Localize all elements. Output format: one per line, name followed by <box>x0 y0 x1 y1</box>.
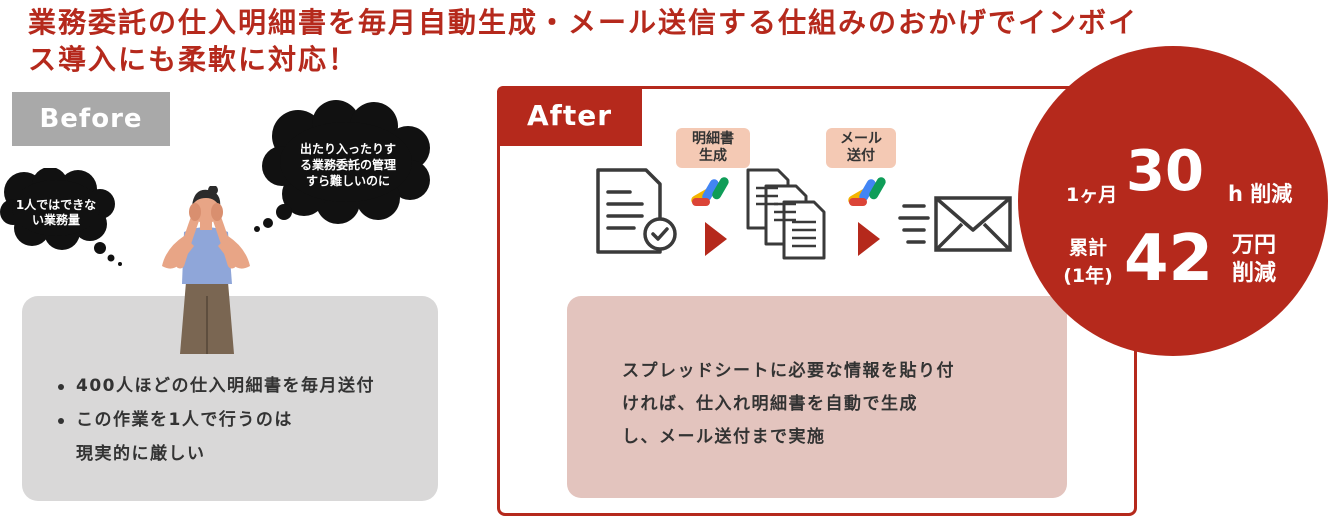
headline-line-2: ス導入にも柔軟に対応！ <box>28 43 359 76</box>
stat-yen-value: 42 <box>1124 222 1214 296</box>
stat-hours-value: 30 <box>1126 139 1204 204</box>
after-description-panel <box>567 296 1067 498</box>
step-label-send-line-1: メール <box>840 131 882 147</box>
thought-bubble-right-text: 出たり入ったりす る業務委託の管理 すら難しいのに <box>278 141 418 189</box>
after-description-line-2: ければ、仕入れ明細書を自動で生成 <box>622 394 918 414</box>
bubble-right-line-1: 出たり入ったりす <box>299 142 396 156</box>
before-item-2-continued: 現実的に厳しい <box>76 444 206 464</box>
stat-yen-unit-line-1: 万円 <box>1232 233 1277 258</box>
thought-bubble-left <box>0 168 122 266</box>
before-tag: Before <box>12 92 170 146</box>
mail-send-icon <box>898 196 1012 252</box>
before-item-2: この作業を1人で行うのは <box>52 406 432 434</box>
thought-bubble-right <box>254 100 430 232</box>
bubble-right-line-2: る業務委託の管理 <box>299 158 396 172</box>
stat-cumulative-label: 累計 (1年) <box>1058 234 1118 290</box>
step-label-generate-line-1: 明細書 <box>692 131 734 147</box>
documents-stack-icon <box>746 168 826 260</box>
stat-period: 1ヶ月 <box>1066 184 1118 206</box>
after-description-line-3: し、メール送付まで実施 <box>622 427 826 447</box>
stat-hours-unit: h 削減 <box>1228 182 1293 206</box>
bubble-right-line-3: すら難しいのに <box>305 174 390 188</box>
step-label-send: メール 送付 <box>826 128 896 168</box>
stat-cumulative-label-line-2: (1年) <box>1063 265 1113 287</box>
stat-yen-unit-line-2: 削減 <box>1232 261 1277 286</box>
stat-yen-unit: 万円 削減 <box>1232 232 1276 288</box>
stat-cumulative-label-line-1: 累計 <box>1068 237 1107 259</box>
after-tag: After <box>497 86 642 146</box>
headline-line-1: 業務委託の仕入明細書を毎月自動生成・メール送信する仕組みのおかげでインボイ <box>28 6 1139 39</box>
before-list: 400人ほどの仕入明細書を毎月送付 この作業を1人で行うのは 現実的に厳しい <box>52 372 432 468</box>
thought-bubble-left-text: 1人ではできな い業務量 <box>0 198 112 228</box>
before-item-1: 400人ほどの仕入明細書を毎月送付 <box>52 372 432 400</box>
bubble-left-line-2: い業務量 <box>31 213 80 227</box>
step-label-send-line-2: 送付 <box>847 148 875 164</box>
document-check-icon <box>596 168 677 254</box>
after-description-line-1: スプレッドシートに必要な情報を貼り付 <box>622 361 955 381</box>
worried-person-illustration <box>162 186 250 354</box>
step-label-generate-line-2: 生成 <box>699 148 727 164</box>
headline: 業務委託の仕入明細書を毎月自動生成・メール送信する仕組みのおかげでインボイ ス導… <box>28 4 1248 78</box>
step-label-generate: 明細書 生成 <box>676 128 750 168</box>
apps-script-logo-icon <box>691 177 729 206</box>
bubble-left-line-1: 1人ではできな <box>15 198 97 212</box>
arrow-right-icon <box>858 222 880 256</box>
arrow-right-icon <box>705 222 727 256</box>
apps-script-logo-icon <box>848 177 886 206</box>
result-circle <box>1018 46 1328 356</box>
after-description: スプレッドシートに必要な情報を貼り付 ければ、仕入れ明細書を自動で生成 し、メー… <box>622 355 1042 454</box>
